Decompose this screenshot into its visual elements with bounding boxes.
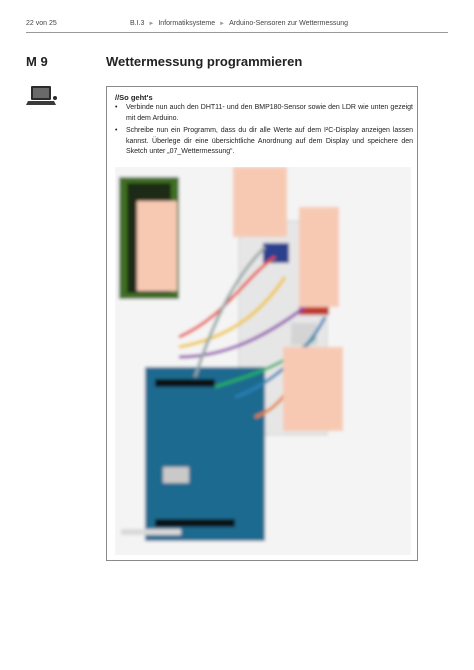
breadcrumb-subtopic: Arduino-Sensoren zur Wettermessung	[229, 20, 349, 27]
breadcrumb: B.I.3►Informatiksysteme►Arduino-Sensoren…	[130, 20, 348, 27]
separator-icon: ►	[219, 21, 226, 27]
list-item: • Schreibe nun ein Programm, dass du dir …	[115, 126, 413, 158]
page-title: Wettermessung programmieren	[106, 54, 303, 69]
module-number: M 9	[26, 54, 48, 69]
breadcrumb-topic: Informatiksysteme	[158, 20, 216, 27]
breadcrumb-section: B.I.3	[130, 20, 145, 27]
wiring-diagram	[115, 167, 411, 555]
wiring-diagram-image	[115, 167, 411, 555]
bullet-icon: •	[115, 127, 118, 134]
task-text: Schreibe nun ein Programm, dass du dir a…	[126, 127, 413, 155]
task-text: Verbinde nun auch den DHT11- und den BMP…	[126, 104, 413, 122]
task-list: • Verbinde nun auch den DHT11- und den BM…	[115, 103, 413, 160]
header-divider	[26, 32, 448, 33]
task-heading: //So geht's	[115, 93, 153, 102]
separator-icon: ►	[148, 21, 155, 27]
bullet-icon: •	[115, 104, 118, 111]
laptop-icon	[26, 86, 57, 105]
task-box: //So geht's • Verbinde nun auch den DHT11…	[106, 86, 418, 561]
list-item: • Verbinde nun auch den DHT11- und den BM…	[115, 103, 413, 124]
page-number: 22 von 25	[26, 20, 57, 27]
page-header: 22 von 25 B.I.3►Informatiksysteme►Arduin…	[26, 18, 448, 32]
